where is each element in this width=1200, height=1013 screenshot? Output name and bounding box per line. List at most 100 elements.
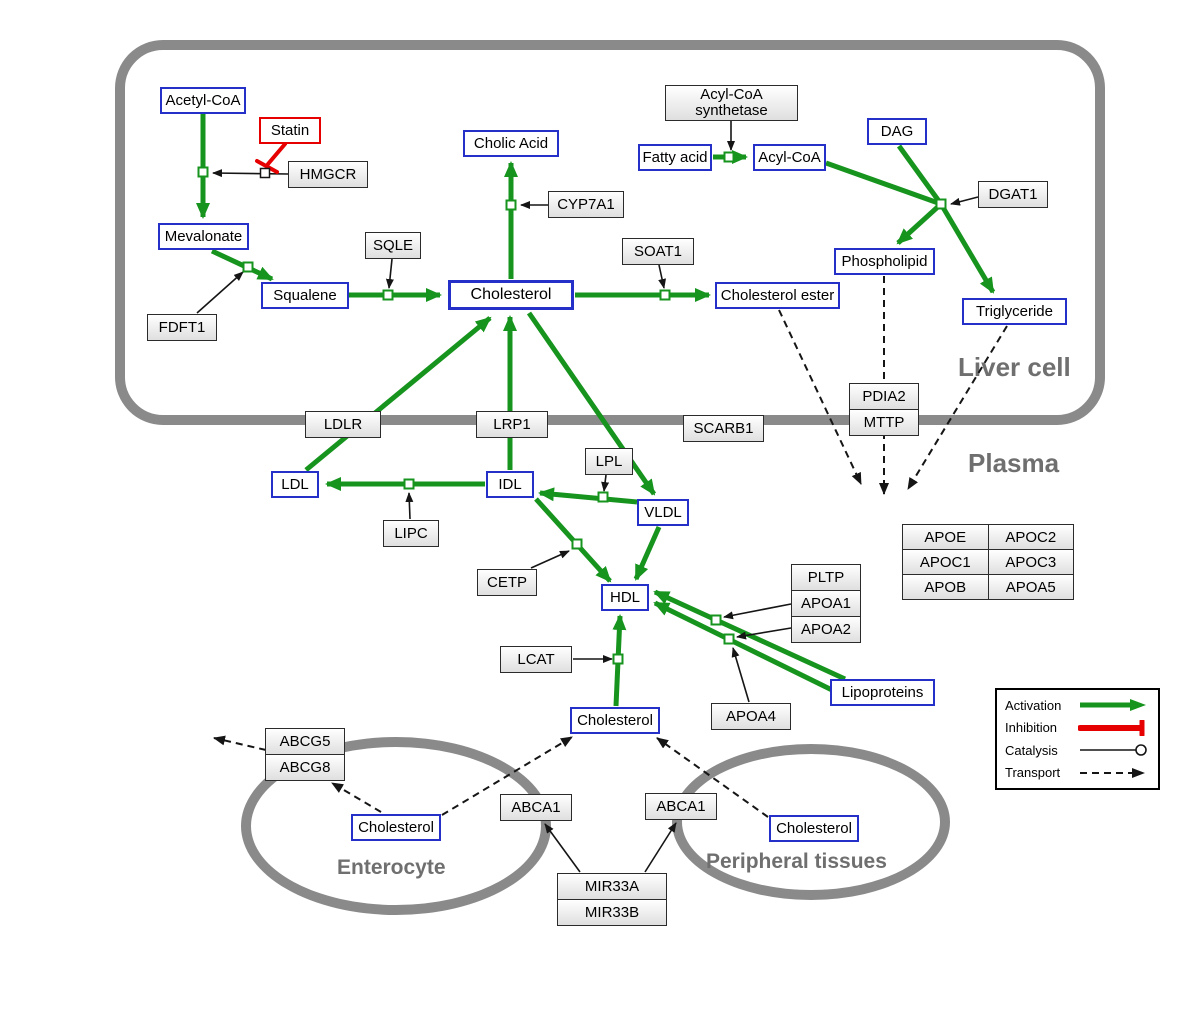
node-lpl[interactable]: LPL xyxy=(585,448,633,475)
activation-arrow-vldl-idl xyxy=(538,487,638,505)
node-label: MIR33A xyxy=(584,878,640,895)
node-triglyceride[interactable]: Triglyceride xyxy=(962,298,1067,325)
node-apoa1[interactable]: APOA1 xyxy=(791,590,861,617)
reaction-node xyxy=(597,491,609,503)
node-fatty-acid[interactable]: Fatty acid xyxy=(638,144,712,171)
legend-activation: Activation xyxy=(1005,694,1150,716)
legend-inhibition: Inhibition xyxy=(1005,717,1150,739)
reaction-node xyxy=(382,289,394,301)
node-label: CYP7A1 xyxy=(557,195,615,213)
node-lrp1[interactable]: LRP1 xyxy=(476,411,548,438)
node-label: MIR33B xyxy=(584,904,640,921)
node-apoc2[interactable]: APOC2 xyxy=(987,524,1074,550)
node-cholesterol-plasma[interactable]: Cholesterol xyxy=(570,707,660,734)
node-lipoproteins[interactable]: Lipoproteins xyxy=(830,679,935,706)
node-dgat1[interactable]: DGAT1 xyxy=(978,181,1048,208)
node-squalene[interactable]: Squalene xyxy=(261,282,349,309)
node-label: CETP xyxy=(486,573,527,591)
node-label: ABCA1 xyxy=(511,798,561,816)
activation-arrow-ldl-ldlr-cholesterol xyxy=(304,316,492,472)
catalysis-apoa2 xyxy=(736,627,792,640)
activation-arrow-lipoproteins-hdl-lower xyxy=(653,600,834,693)
node-vldl[interactable]: VLDL xyxy=(637,499,689,526)
peripheral-tissues-compartment xyxy=(672,744,950,900)
node-label: Statin xyxy=(270,121,310,139)
node-label: Cholesterol xyxy=(470,286,552,303)
node-group-pdia2-mttp: PDIA2 MTTP xyxy=(849,383,919,436)
node-cholesterol-liver[interactable]: Cholesterol xyxy=(448,280,574,310)
node-lipc[interactable]: LIPC xyxy=(383,520,439,547)
transport-arrow-cholesterol-abcg xyxy=(331,782,382,813)
node-abcg5[interactable]: ABCG5 xyxy=(265,728,345,755)
node-mevalonate[interactable]: Mevalonate xyxy=(158,223,249,250)
catalysis-lpl xyxy=(601,474,610,492)
node-label: Squalene xyxy=(273,286,337,304)
legend-catalysis: Catalysis xyxy=(1005,739,1150,761)
node-sqle[interactable]: SQLE xyxy=(365,232,421,259)
node-abca1-right[interactable]: ABCA1 xyxy=(645,793,717,820)
node-mir33b[interactable]: MIR33B xyxy=(557,899,667,926)
node-hdl[interactable]: HDL xyxy=(601,584,649,611)
node-label: IDL xyxy=(498,475,522,493)
node-phospholipid[interactable]: Phospholipid xyxy=(834,248,935,275)
node-lcat[interactable]: LCAT xyxy=(500,646,572,673)
node-label: SCARB1 xyxy=(693,419,754,437)
node-label: ABCA1 xyxy=(656,797,706,815)
node-apoc3[interactable]: APOC3 xyxy=(987,549,1074,575)
activation-edge-dag-junction xyxy=(896,144,944,206)
catalysis-dgat1 xyxy=(950,196,979,206)
activation-arrow-vldl-hdl xyxy=(633,525,662,581)
node-label: Lipoproteins xyxy=(841,683,924,701)
node-statin[interactable]: Statin xyxy=(259,117,321,144)
node-acyl-coa[interactable]: Acyl-CoA xyxy=(753,144,826,171)
reaction-nodes xyxy=(197,151,947,665)
node-apoc1[interactable]: APOC1 xyxy=(902,549,989,575)
node-cholesterol-ester[interactable]: Cholesterol ester xyxy=(715,282,840,309)
node-pdia2[interactable]: PDIA2 xyxy=(849,383,919,410)
node-apob[interactable]: APOB xyxy=(902,574,989,600)
reaction-node xyxy=(403,478,415,490)
node-hmgcr[interactable]: HMGCR xyxy=(288,161,368,188)
node-label: APOA4 xyxy=(725,707,777,725)
node-mir33a[interactable]: MIR33A xyxy=(557,873,667,900)
node-fdft1[interactable]: FDFT1 xyxy=(147,314,217,341)
node-cholesterol-peripheral[interactable]: Cholesterol xyxy=(769,815,859,842)
transport-arrow-icon xyxy=(1080,767,1145,778)
node-apoa2[interactable]: APOA2 xyxy=(791,616,861,643)
node-cholic-acid[interactable]: Cholic Acid xyxy=(463,130,559,157)
node-soat1[interactable]: SOAT1 xyxy=(622,238,694,265)
node-apoa4[interactable]: APOA4 xyxy=(711,703,791,730)
node-acetyl-coa[interactable]: Acetyl-CoA xyxy=(160,87,246,114)
node-cetp[interactable]: CETP xyxy=(477,569,537,596)
node-scarb1[interactable]: SCARB1 xyxy=(683,415,764,442)
liver-cell-compartment xyxy=(115,40,1105,425)
node-dag[interactable]: DAG xyxy=(867,118,927,145)
node-label: LDLR xyxy=(323,415,363,433)
arrow-mir33-abca1-right xyxy=(644,822,677,873)
node-abcg8[interactable]: ABCG8 xyxy=(265,754,345,781)
reaction-node xyxy=(723,151,735,163)
node-label: HDL xyxy=(609,588,640,606)
reaction-node xyxy=(659,289,671,301)
transport-arrow-peripheral-plasma-cholesterol xyxy=(656,737,769,818)
node-abca1-left[interactable]: ABCA1 xyxy=(500,794,572,821)
node-apoe[interactable]: APOE xyxy=(902,524,989,550)
node-ldlr[interactable]: LDLR xyxy=(305,411,381,438)
transport-arrow-enterocyte-plasma-cholesterol xyxy=(441,736,573,816)
node-cyp7a1[interactable]: CYP7A1 xyxy=(548,191,624,218)
catalysis-fdft1 xyxy=(196,271,244,314)
activation-arrow-junction-triglyceride xyxy=(938,202,996,294)
liver-cell-label: Liver cell xyxy=(958,352,1071,382)
node-pltp[interactable]: PLTP xyxy=(791,564,861,591)
node-mttp[interactable]: MTTP xyxy=(849,409,919,436)
node-idl[interactable]: IDL xyxy=(486,471,534,498)
node-ldl[interactable]: LDL xyxy=(271,471,319,498)
node-apoa5[interactable]: APOA5 xyxy=(987,574,1074,600)
node-cholesterol-enterocyte[interactable]: Cholesterol xyxy=(351,814,441,841)
node-label: Acetyl-CoA xyxy=(165,91,241,109)
enterocyte-label: Enterocyte xyxy=(337,856,446,879)
reaction-node xyxy=(242,261,254,273)
